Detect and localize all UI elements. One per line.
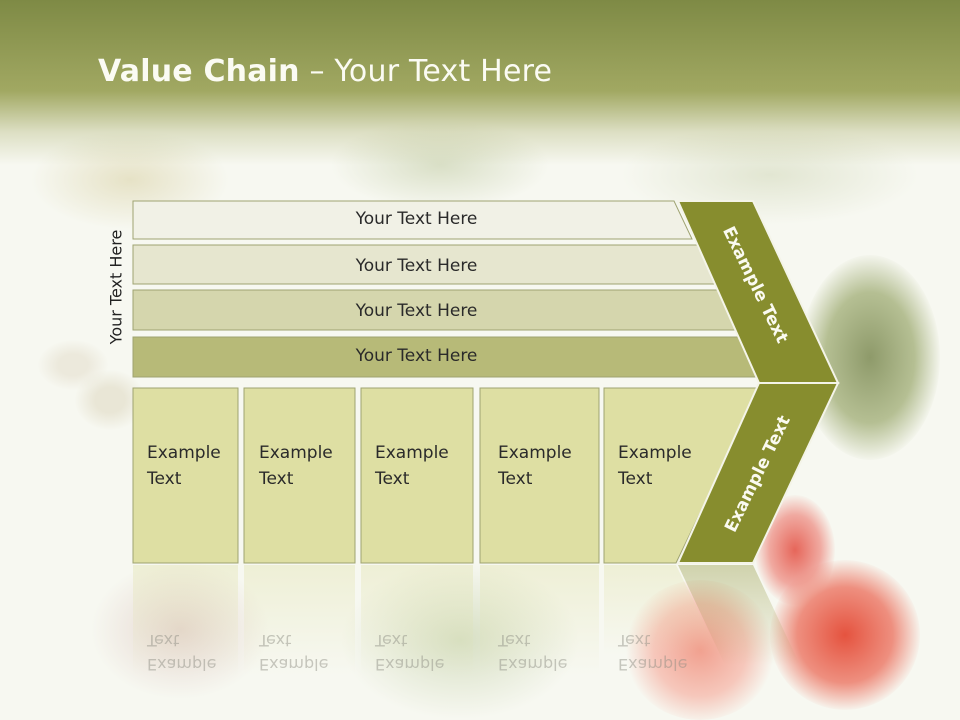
row-text-4: Your Text Here — [355, 346, 478, 366]
reflection-text-4: Example Text — [498, 631, 568, 674]
row-text-2: Your Text Here — [355, 256, 478, 276]
box-text-2: Example Text — [259, 443, 333, 489]
tomato-decoration — [770, 560, 920, 710]
reflection-box-5 — [604, 565, 720, 655]
reflection-text-2: Example Text — [259, 631, 329, 674]
box-text-1: Example Text — [147, 443, 221, 489]
column-box-4 — [479, 387, 600, 564]
reflection-text-3: Example Text — [375, 631, 445, 674]
reflection-box-3 — [361, 565, 473, 675]
title-bold: Value Chain — [98, 54, 300, 89]
reflection-chevron — [678, 565, 800, 665]
chevron-lower — [676, 382, 840, 564]
row-text-1: Your Text Here — [355, 209, 478, 229]
box-text-4: Example Text — [498, 443, 572, 489]
reflection-text-1: Example Text — [147, 631, 217, 674]
title-rest: – Your Text Here — [299, 54, 553, 89]
column-box-2 — [243, 387, 356, 564]
reflection-box-4 — [480, 565, 599, 675]
box-text-5: Example Text — [618, 443, 692, 489]
reflection-box-1 — [133, 565, 238, 675]
page-title: Value Chain – Your Text Here — [98, 54, 552, 89]
column-box-3 — [360, 387, 474, 564]
header-band — [0, 0, 960, 165]
reflection-box-2 — [244, 565, 355, 675]
row-bar-1 — [132, 200, 693, 240]
column-box-1 — [132, 387, 239, 564]
box-text-3: Example Text — [375, 443, 449, 489]
reflection-text-5: Example Text — [618, 631, 688, 674]
column-box-5 — [603, 387, 761, 564]
row-text-3: Your Text Here — [355, 301, 478, 321]
